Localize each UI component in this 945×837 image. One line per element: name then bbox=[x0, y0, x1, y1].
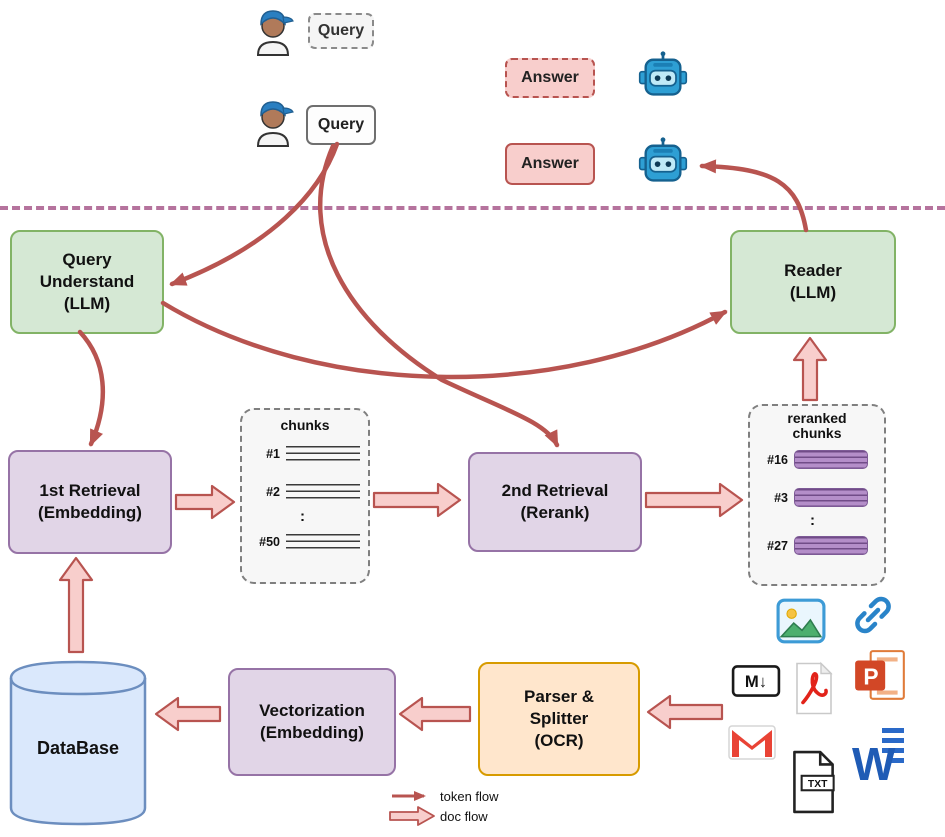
database-label: DataBase bbox=[36, 738, 120, 758]
chunk-row-1-label: #1 bbox=[266, 446, 280, 461]
node-parser-splitter: Parser & Splitter (OCR) bbox=[478, 662, 640, 776]
chunks-ellipsis: : bbox=[300, 508, 305, 525]
powerpoint-letter: P bbox=[863, 663, 878, 689]
robot-icon bbox=[636, 136, 690, 188]
doc-arrow-parser-to-vectorization bbox=[398, 696, 472, 732]
token-arrow-query-to-understand bbox=[169, 141, 340, 287]
node-query-understand: Query Understand (LLM) bbox=[10, 230, 164, 334]
node-second-retrieval-label: 2nd Retrieval (Rerank) bbox=[501, 481, 609, 522]
reranked-row-1: #16 bbox=[758, 450, 868, 469]
doc-arrow-reranked-to-reader bbox=[792, 336, 828, 402]
query-draft-label: Query bbox=[317, 22, 365, 39]
chunk-row-3: #50 bbox=[250, 534, 360, 549]
answer-draft-label: Answer bbox=[521, 69, 579, 86]
token-arrow-query-to-second-retrieval bbox=[317, 143, 560, 448]
reranked-chunks-box: reranked chunks #16 #3 : #27 bbox=[748, 404, 886, 586]
chunk-row-3-lines bbox=[286, 534, 360, 549]
node-parser-splitter-label: Parser & Splitter (OCR) bbox=[524, 687, 594, 750]
answer-bubble: Answer bbox=[505, 143, 595, 185]
reranked-row-2: #3 bbox=[758, 488, 868, 507]
doc-arrow-first-retrieval-to-chunks bbox=[174, 484, 236, 520]
robot-icon-draft bbox=[636, 50, 690, 102]
node-reader: Reader (LLM) bbox=[730, 230, 896, 334]
pdf-icon bbox=[791, 661, 837, 721]
token-arrow-understand-to-reader bbox=[160, 300, 728, 380]
chunk-row-1-lines bbox=[286, 446, 360, 461]
txt-label: TXT bbox=[808, 779, 828, 790]
reranked-row-3: #27 bbox=[758, 536, 868, 555]
legend-doc-flow-label: doc flow bbox=[440, 809, 488, 824]
doc-arrow-database-to-first-retrieval bbox=[58, 556, 94, 654]
query-bubble-draft: Query bbox=[308, 13, 374, 49]
chunks-box-title: chunks bbox=[280, 417, 330, 433]
query-bubble: Query bbox=[306, 105, 376, 145]
node-reader-label: Reader (LLM) bbox=[784, 261, 842, 302]
txt-file-icon: TXT bbox=[787, 750, 839, 819]
image-file-icon bbox=[776, 598, 826, 649]
legend-token-flow-label: token flow bbox=[440, 789, 499, 804]
word-icon: W bbox=[852, 724, 908, 791]
doc-arrow-vectorization-to-database bbox=[154, 696, 222, 732]
doc-arrow-docs-to-parser bbox=[646, 694, 724, 730]
database-cylinder bbox=[8, 658, 148, 828]
chunk-row-2: #2 bbox=[250, 484, 360, 499]
word-letter: W bbox=[852, 738, 896, 786]
node-second-retrieval: 2nd Retrieval (Rerank) bbox=[468, 452, 642, 552]
chunks-box: chunks #1 #2 : #50 bbox=[240, 408, 370, 584]
reranked-row-2-bar bbox=[794, 488, 868, 507]
chunk-row-2-lines bbox=[286, 484, 360, 499]
reranked-row-1-bar bbox=[794, 450, 868, 469]
answer-label: Answer bbox=[521, 155, 579, 172]
node-first-retrieval-label: 1st Retrieval (Embedding) bbox=[38, 481, 142, 522]
token-arrow-understand-to-first-retrieval bbox=[77, 329, 106, 447]
query-label: Query bbox=[317, 116, 365, 133]
phase-separator-line bbox=[0, 206, 945, 210]
powerpoint-icon: P bbox=[853, 647, 907, 710]
token-arrow-reader-to-answer bbox=[699, 159, 809, 233]
chunk-row-1: #1 bbox=[250, 446, 360, 461]
legend-doc-flow-arrow bbox=[389, 806, 435, 826]
reranked-row-2-label: #3 bbox=[774, 490, 788, 505]
node-first-retrieval: 1st Retrieval (Embedding) bbox=[8, 450, 172, 554]
user-icon-draft bbox=[250, 2, 296, 56]
chunk-row-3-label: #50 bbox=[259, 534, 280, 549]
link-icon bbox=[851, 593, 895, 642]
reranked-ellipsis: : bbox=[810, 512, 815, 529]
doc-arrow-second-retrieval-to-reranked bbox=[644, 482, 744, 518]
node-vectorization-label: Vectorization (Embedding) bbox=[259, 701, 365, 742]
reranked-box-title: reranked chunks bbox=[787, 410, 847, 442]
reranked-row-3-label: #27 bbox=[767, 538, 788, 553]
markdown-label: M↓ bbox=[745, 672, 767, 691]
reranked-row-3-bar bbox=[794, 536, 868, 555]
node-vectorization: Vectorization (Embedding) bbox=[228, 668, 396, 776]
doc-arrow-chunks-to-second-retrieval bbox=[372, 482, 462, 518]
gmail-icon bbox=[727, 717, 777, 772]
user-icon bbox=[250, 92, 296, 148]
reranked-row-1-label: #16 bbox=[767, 452, 788, 467]
answer-bubble-draft: Answer bbox=[505, 58, 595, 98]
markdown-icon: M↓ bbox=[731, 660, 781, 707]
node-query-understand-label: Query Understand (LLM) bbox=[39, 250, 135, 313]
chunk-row-2-label: #2 bbox=[266, 484, 280, 499]
